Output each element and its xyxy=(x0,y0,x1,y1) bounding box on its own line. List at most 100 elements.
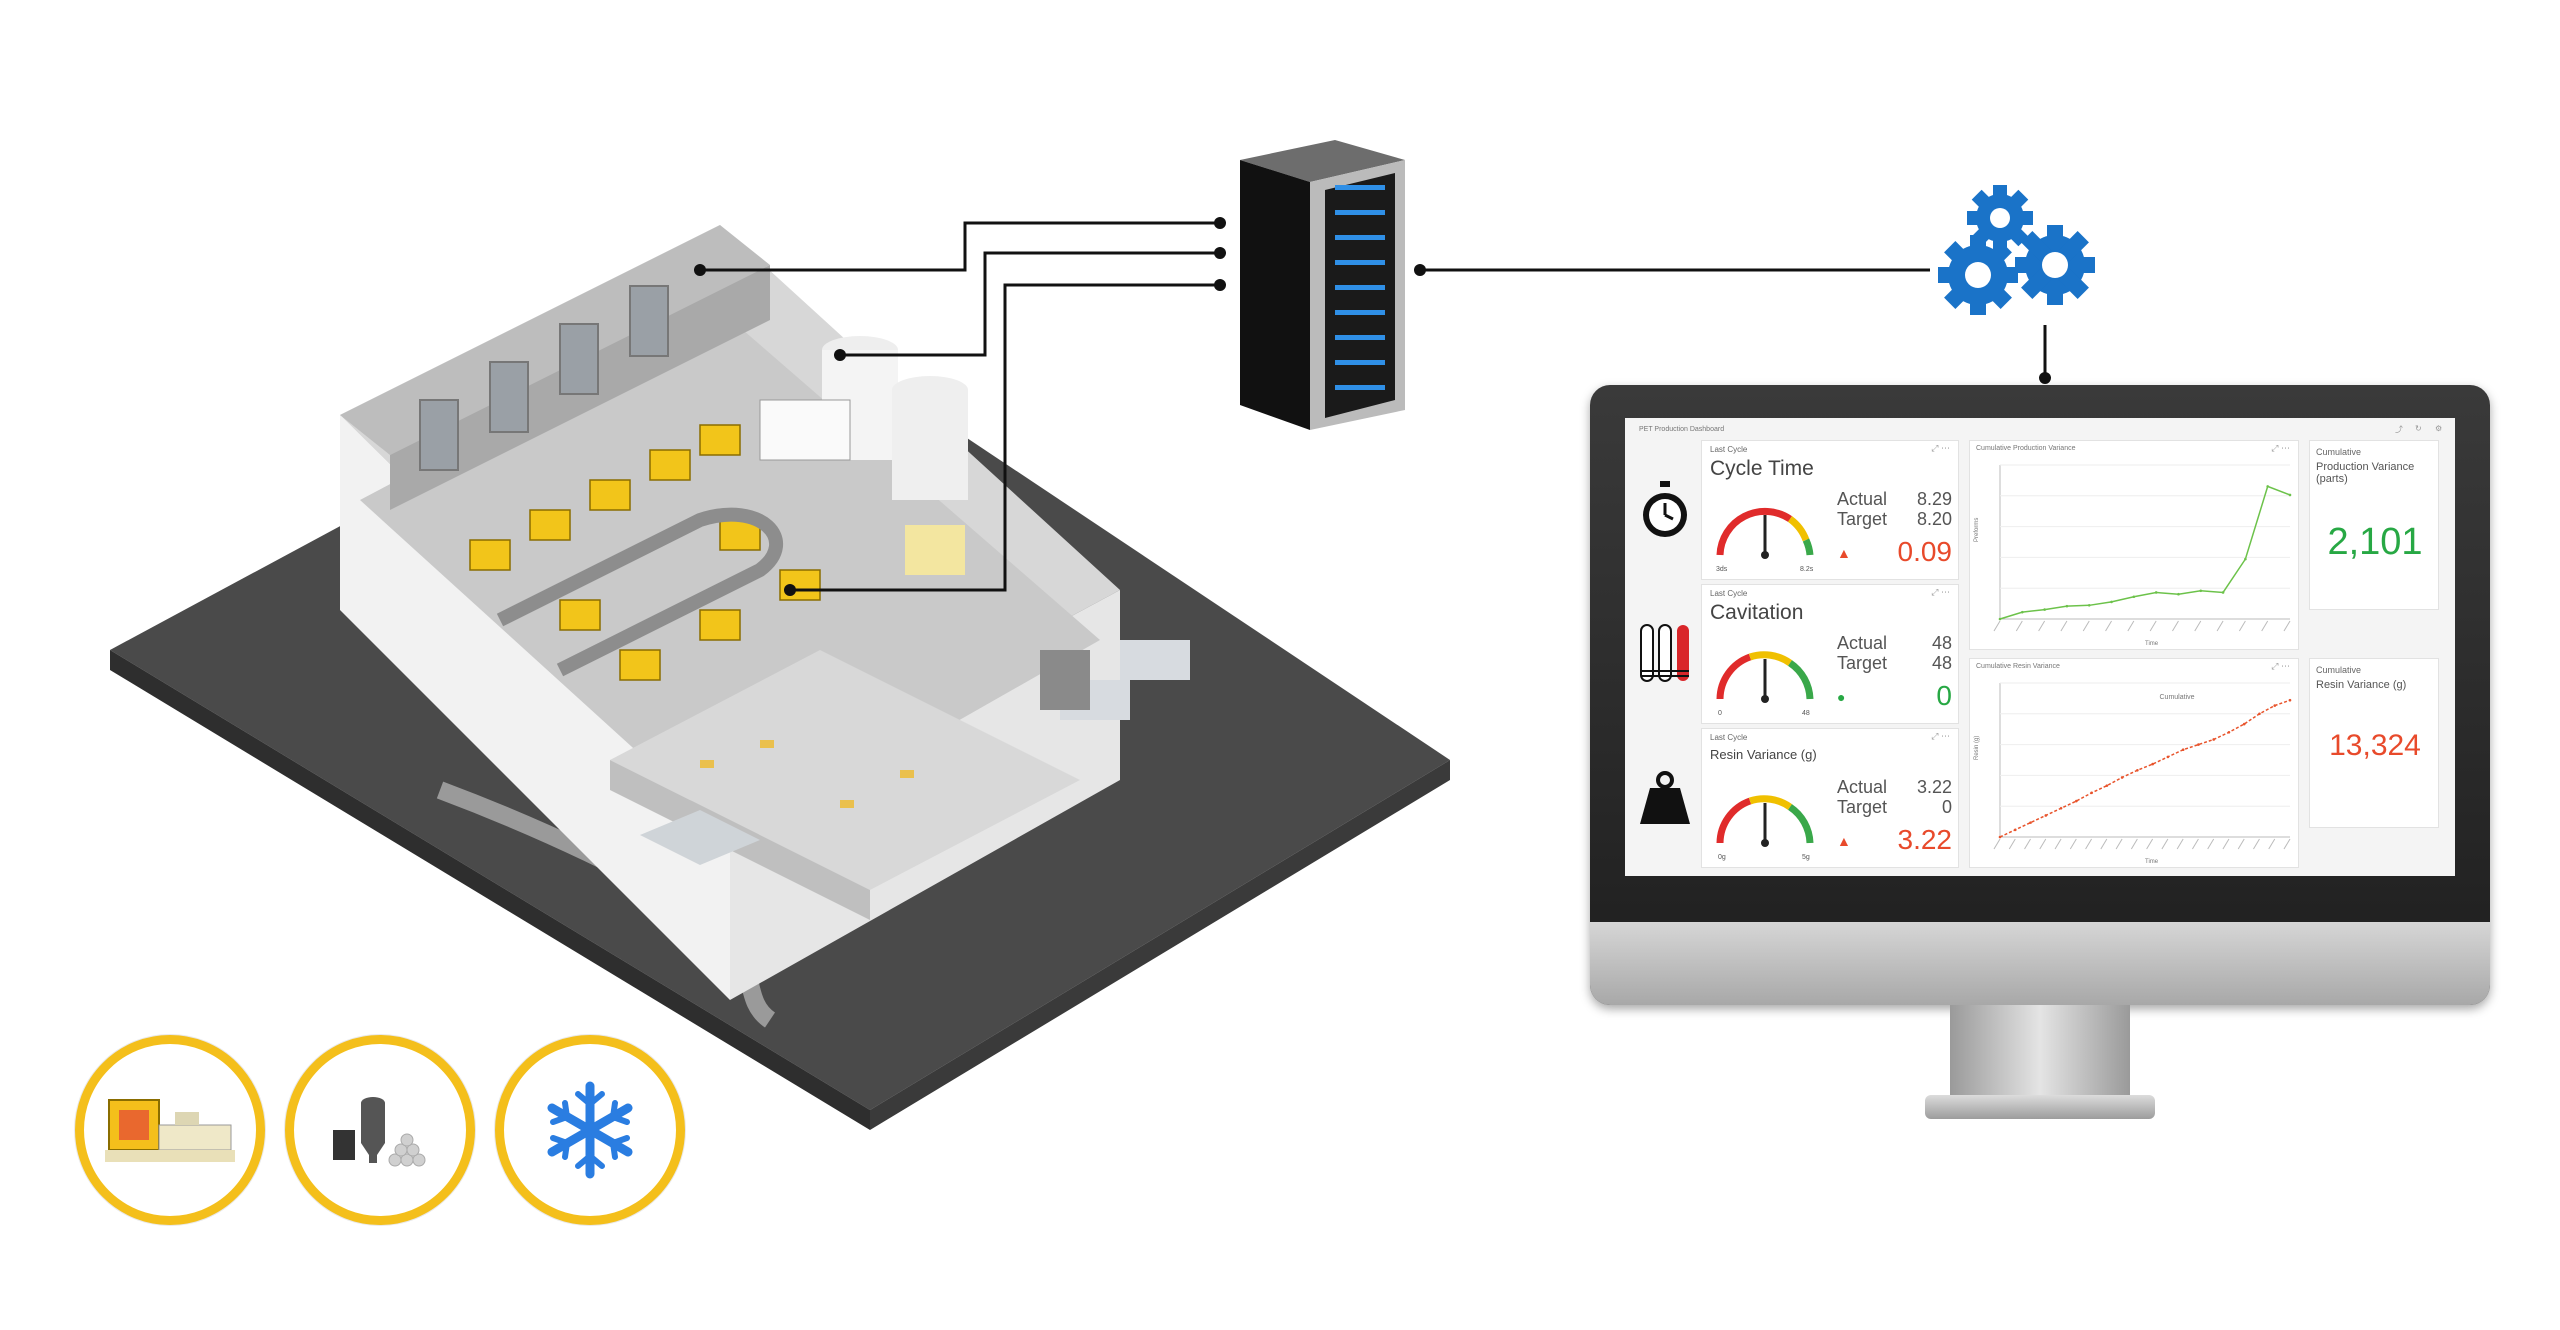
data-point xyxy=(2181,748,2185,752)
share-icon[interactable]: ⤴ xyxy=(2395,425,2403,434)
target-label: Target xyxy=(1837,509,1888,529)
resin-handling-badge xyxy=(285,1035,475,1225)
y-axis-label: Preforms xyxy=(1974,518,1980,542)
x-tick xyxy=(2015,620,2023,632)
series-line xyxy=(1999,485,2291,620)
x-tick xyxy=(2100,838,2108,850)
network-connections xyxy=(700,221,2047,592)
kpi-label-small: Last Cycle xyxy=(1710,589,1748,598)
stat-label-small: Cumulative xyxy=(2316,665,2362,675)
y-axis-label: Resin (g) xyxy=(1974,736,1980,760)
card-menu-icon[interactable]: ⤢ ⋯ xyxy=(1931,731,1950,741)
x-tick xyxy=(2069,838,2077,850)
svg-text:5g: 5g xyxy=(1802,854,1810,861)
x-tick xyxy=(2172,620,2179,632)
chart-card-production-variance[interactable]: Cumulative Production Variance ⤢ ⋯ Prefo… xyxy=(1969,440,2299,650)
gears-icon xyxy=(1938,185,2095,315)
injection-molding-machine-icon xyxy=(105,1099,235,1162)
cavitation-icon xyxy=(1635,584,1695,724)
data-point xyxy=(2199,589,2203,593)
x-tick xyxy=(2207,838,2215,850)
kpi-card-cycle-time[interactable]: Last Cycle ⤢ ⋯ Cycle Time 3ds 8.2s Actua… xyxy=(1701,440,1959,580)
x-axis-label: Time xyxy=(2145,641,2159,647)
x-tick xyxy=(2268,838,2276,850)
data-point xyxy=(2065,604,2069,608)
data-point xyxy=(2105,784,2109,787)
data-point xyxy=(2288,698,2292,702)
kpi-label-small: Last Cycle xyxy=(1710,733,1748,742)
target-value: 0 xyxy=(1941,797,1952,817)
data-point xyxy=(2244,557,2247,561)
x-tick xyxy=(2176,838,2184,850)
x-tick xyxy=(2216,620,2224,632)
factory-illustration xyxy=(110,225,1450,1130)
chart-axes xyxy=(1999,683,2290,838)
x-tick xyxy=(2191,838,2199,850)
data-point xyxy=(2288,493,2292,497)
chart-title: Cumulative Production Variance xyxy=(1976,445,2076,452)
legend-label: Cumulative xyxy=(2160,694,2195,701)
x-tick xyxy=(2060,620,2068,632)
actual-label: Actual xyxy=(1837,777,1888,797)
data-point xyxy=(2154,591,2158,594)
variance-value: 3.22 xyxy=(1897,824,1953,855)
data-point xyxy=(2059,806,2063,810)
stat-value: 2,101 xyxy=(2327,521,2423,563)
stat-value: 13,324 xyxy=(2329,729,2421,762)
card-menu-icon[interactable]: ⤢ ⋯ xyxy=(1931,443,1950,453)
chart-card-resin-variance[interactable]: Cumulative Resin Variance ⤢ ⋯ Resin (g)T… xyxy=(1969,658,2299,868)
data-point xyxy=(1998,835,2002,839)
series-line xyxy=(1999,699,2291,838)
x-tick xyxy=(2105,620,2112,632)
stat-card-resin-variance[interactable]: Cumulative Resin Variance (g) 13,324 xyxy=(2309,658,2439,828)
x-tick xyxy=(2054,838,2062,850)
card-menu-icon[interactable]: ⤢ ⋯ xyxy=(2271,443,2290,453)
data-point xyxy=(2110,600,2113,604)
kpi-title: Resin Variance (g) xyxy=(1710,747,1817,762)
card-menu-icon[interactable]: ⤢ ⋯ xyxy=(2271,661,2290,671)
dashboard-title: PET Production Dashboard xyxy=(1639,426,1725,433)
kpi-title: Cycle Time xyxy=(1710,457,1814,480)
x-tick xyxy=(2253,838,2260,850)
up-arrow-icon: ▲ xyxy=(1837,545,1851,561)
kpi-title: Cavitation xyxy=(1710,601,1804,624)
refresh-icon[interactable]: ↻ xyxy=(2415,424,2422,433)
x-tick xyxy=(2261,620,2269,632)
data-point xyxy=(2166,755,2170,759)
card-menu-icon[interactable]: ⤢ ⋯ xyxy=(1931,587,1950,597)
server-rack-icon xyxy=(1240,140,1405,430)
data-point xyxy=(2120,776,2124,779)
data-point xyxy=(2221,591,2225,594)
silo-resin-icon xyxy=(333,1097,426,1167)
x-tick xyxy=(2237,838,2245,850)
stopwatch-icon xyxy=(1635,440,1695,580)
x-tick xyxy=(2222,838,2230,850)
stat-card-production-variance[interactable]: Cumulative Production Variance (parts) 2… xyxy=(2309,440,2439,610)
x-tick xyxy=(2085,838,2093,850)
kpi-card-cavitation[interactable]: Last Cycle ⤢ ⋯ Cavitation 0 48 Actual 48… xyxy=(1701,584,1959,724)
x-tick xyxy=(2194,620,2202,632)
stat-label: Production Variance (parts) xyxy=(2316,461,2415,485)
data-point xyxy=(2212,738,2215,741)
svg-text:8.2s: 8.2s xyxy=(1800,566,1814,573)
data-point xyxy=(2044,814,2048,817)
x-tick xyxy=(2008,838,2016,850)
data-point xyxy=(2151,762,2154,766)
x-tick xyxy=(2149,620,2157,632)
data-point xyxy=(2266,485,2269,488)
settings-icon[interactable]: ⚙ xyxy=(2435,424,2443,433)
actual-value: 3.22 xyxy=(1916,777,1952,797)
svg-text:0g: 0g xyxy=(1718,854,1726,861)
ok-dot-icon: ● xyxy=(1837,689,1846,705)
data-point xyxy=(2227,730,2231,734)
data-point xyxy=(1998,617,2002,621)
data-point xyxy=(2021,610,2024,614)
cooling-badge xyxy=(495,1035,685,1225)
kpi-card-resin-variance[interactable]: Last Cycle ⤢ ⋯ Resin Variance (g) 0g 5g … xyxy=(1701,728,1959,868)
cavitation-gauge: 0 48 xyxy=(1716,651,1814,717)
actual-value: 48 xyxy=(1931,633,1952,653)
data-point xyxy=(2043,608,2046,611)
actual-label: Actual xyxy=(1837,489,1888,509)
data-point xyxy=(2258,712,2261,716)
